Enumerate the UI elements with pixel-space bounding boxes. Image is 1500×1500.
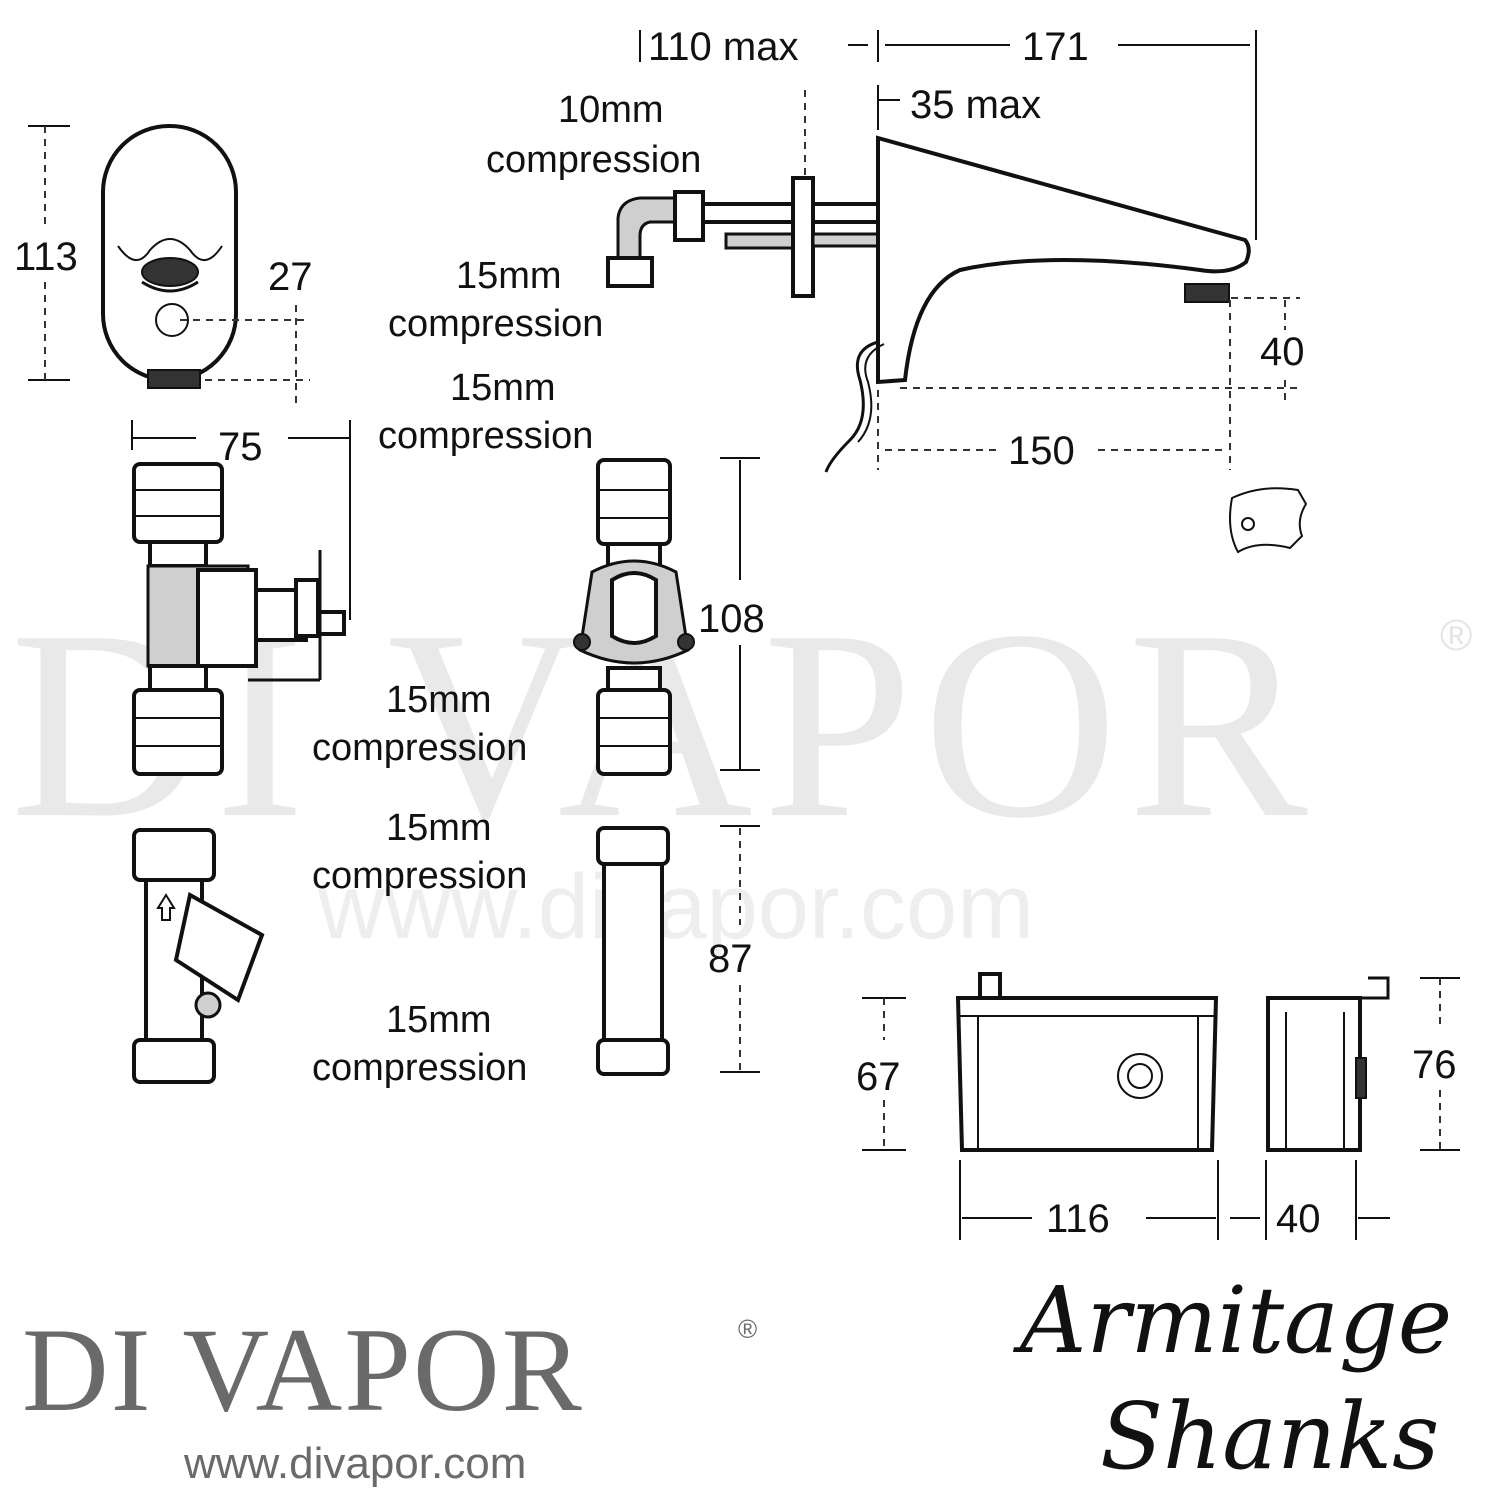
aerator-key — [1229, 487, 1308, 554]
control-box-port — [1117, 1053, 1163, 1099]
strainer-cap — [173, 891, 265, 1004]
wall-plate — [791, 176, 815, 298]
elbow-nut — [606, 256, 654, 288]
control-box-side — [1266, 996, 1362, 1152]
solenoid-coil — [196, 568, 258, 668]
label-15mm-strainer-bottom: 15mm — [386, 999, 492, 1041]
strainer-front — [132, 828, 265, 1084]
control-box: 67 76 116 40 — [856, 972, 1460, 1241]
spout-aerator — [1184, 283, 1230, 303]
brand-registered-mark: ® — [738, 1314, 757, 1344]
sensor-base — [147, 369, 201, 389]
supply-pipe — [701, 202, 805, 224]
flow-arrow-icon — [156, 893, 176, 921]
dim-35-max: 35 max — [910, 83, 1041, 127]
dim-67: 67 — [856, 1055, 901, 1099]
dim-150: 150 — [1008, 429, 1075, 473]
label-10mm-compression: compression — [486, 139, 701, 181]
dim-116: 116 — [1046, 1197, 1110, 1241]
dim-76: 76 — [1412, 1043, 1457, 1087]
valve-bottom-nut — [132, 688, 224, 776]
label-15mm-valve-top: 15mm — [450, 367, 556, 409]
solenoid-valve: 75 — [131, 420, 351, 776]
maker-logo-line2: Shanks — [1100, 1383, 1439, 1490]
label-15mm-valve-top-compression: compression — [378, 415, 593, 457]
valve-side-view: 108 — [573, 457, 765, 776]
side-top-nut — [596, 458, 672, 546]
brand-logo: DI VAPOR ® www.divapor.com — [22, 1303, 757, 1488]
spout-body — [876, 135, 1251, 385]
sensor-eye — [141, 257, 199, 287]
dim-75: 75 — [218, 425, 263, 469]
label-10mm: 10mm — [558, 89, 664, 131]
sensor-screw — [155, 303, 189, 337]
label-15mm-valve-bottom-compression: compression — [312, 727, 527, 769]
strainer-top-nut — [132, 828, 216, 882]
dim-108: 108 — [698, 597, 765, 641]
dim-171: 171 — [1022, 25, 1089, 69]
label-15mm-elbow-compression: compression — [388, 303, 603, 345]
sensor-cable — [824, 340, 879, 473]
dim-40-spout: 40 — [1260, 330, 1305, 374]
strainer-side-body — [602, 862, 664, 1042]
strainer-side: 87 — [596, 825, 760, 1076]
label-15mm-elbow: 15mm — [456, 255, 562, 297]
dim-110-max: 110 max — [648, 25, 798, 69]
maker-logo-line1: Armitage — [1012, 1267, 1452, 1374]
label-15mm-strainer-top: 15mm — [386, 807, 492, 849]
brand-name: DI VAPOR — [22, 1303, 584, 1436]
watermark-url: www.divapor.com — [317, 856, 1034, 958]
dim-87: 87 — [708, 937, 753, 981]
label-15mm-strainer-bottom-compression: compression — [312, 1047, 527, 1089]
brand-url: www.divapor.com — [183, 1439, 526, 1488]
dim-27: 27 — [268, 255, 313, 299]
compression-nut-10mm — [673, 190, 705, 242]
dim-113: 113 — [14, 235, 78, 279]
sensor-window-outline — [117, 238, 223, 261]
sensor-front-view: 113 27 — [14, 124, 313, 408]
control-box-front — [955, 996, 1219, 1152]
strainer-bottom-nut — [132, 1038, 216, 1084]
elbow-fitting — [616, 196, 692, 264]
label-15mm-strainer-top-compression: compression — [312, 855, 527, 897]
maker-logo: Armitage Shanks — [1012, 1267, 1452, 1490]
spout-side-view: 110 max 171 35 max 10mm compression 15mm… — [388, 25, 1308, 554]
side-bottom-nut — [596, 688, 672, 776]
dim-40-box: 40 — [1276, 1197, 1321, 1241]
watermark-registered-mark: ® — [1440, 611, 1472, 660]
valve-top-nut — [132, 462, 224, 544]
label-15mm-valve-bottom: 15mm — [386, 679, 492, 721]
